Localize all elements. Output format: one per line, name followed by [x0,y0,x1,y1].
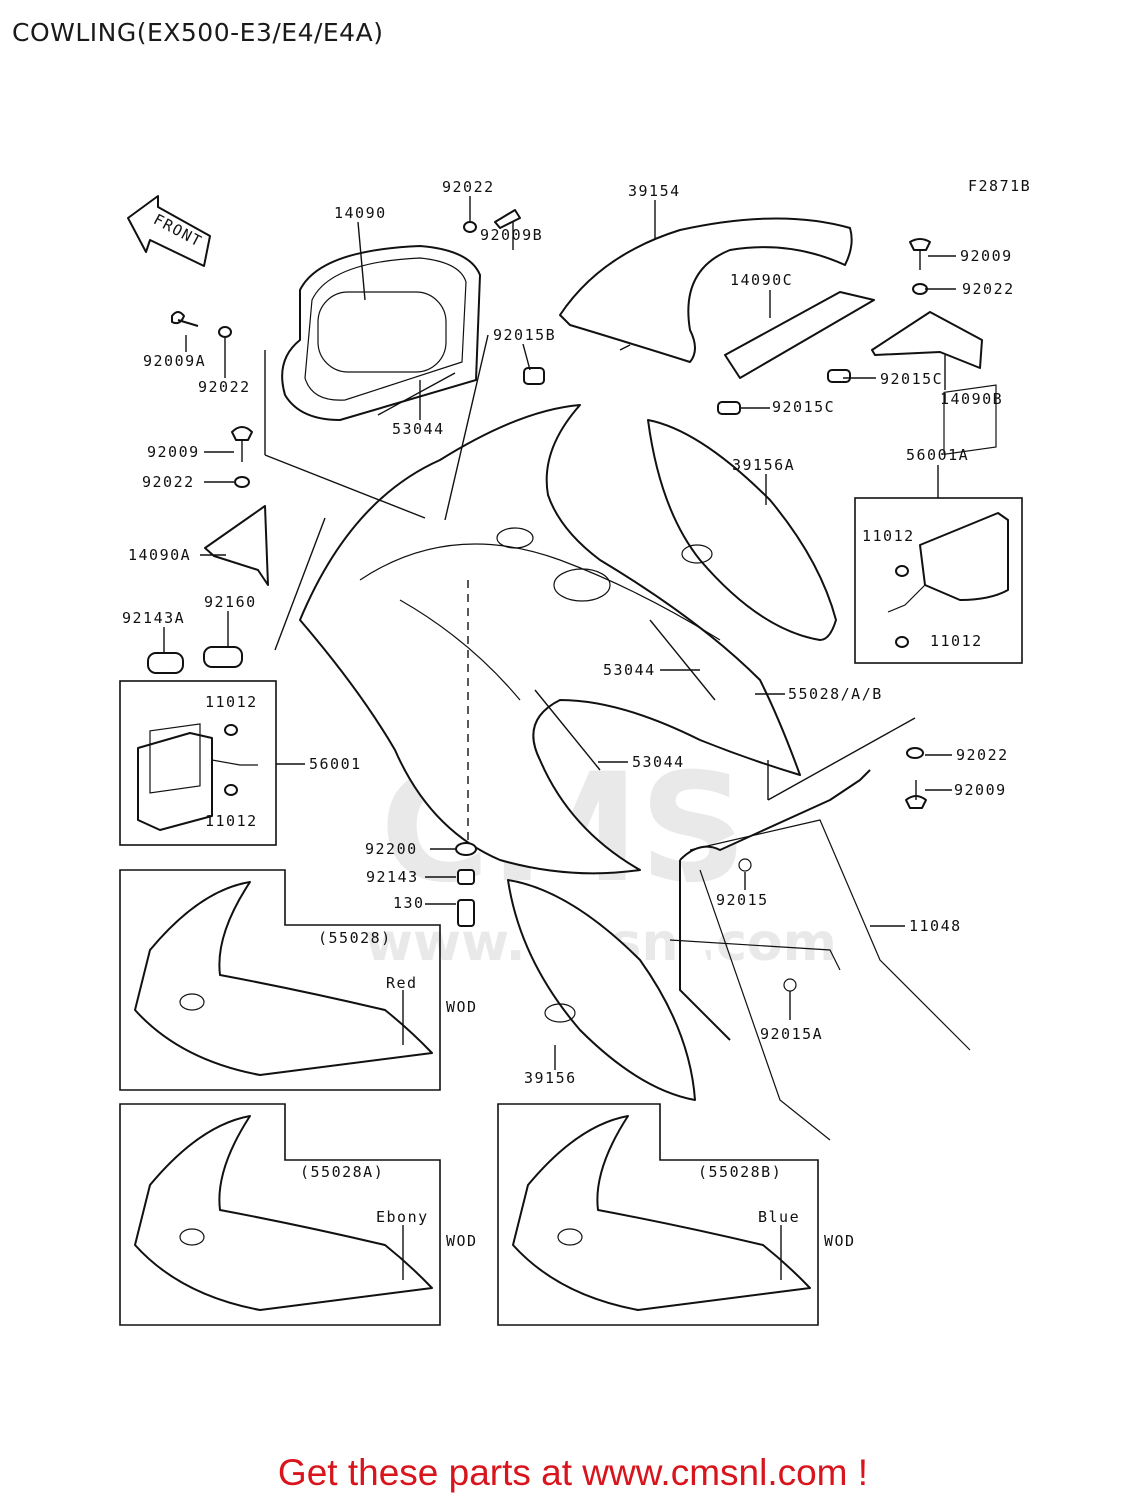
seal-strip-2 [649,619,716,701]
part-label: 14090 [334,204,387,222]
leader-lines [163,196,956,1070]
part-label: 11012 [205,693,258,711]
hardware [147,209,931,927]
figure-code: F2871B [968,177,1031,195]
part-number-labels: 92022 14090 92009B 39154 92009 92022 140… [122,178,1015,1087]
part-label: 92200 [365,840,418,858]
part-label: 56001 [309,755,362,773]
part-label: 11048 [909,917,962,935]
inset-color: Blue [758,1208,800,1226]
part-label: 56001A [906,446,969,464]
part-label: 55028/A/B [788,685,883,703]
part-label: 14090B [940,390,1003,408]
inner-cover-right-hole [681,544,713,564]
part-label: 53044 [632,753,685,771]
part-label: 92022 [442,178,495,196]
main-fairing [299,404,801,875]
part-label: 92022 [198,378,251,396]
inset-ref: (55028A) [300,1163,384,1181]
part-label: 92009 [954,781,1007,799]
inset-color: Ebony [376,1208,429,1226]
part-label: 92022 [956,746,1009,764]
upper-cowl-piece [559,217,853,363]
inner-cover-left [507,879,696,1101]
part-label: 92009 [960,247,1013,265]
part-label: 92015B [493,326,556,344]
inset-55028b: (55028B) Blue WOD [497,1103,856,1326]
part-label: 53044 [603,661,656,679]
front-arrow: FRONT [127,195,211,267]
meter-cover [281,245,481,421]
inset-ref: (55028B) [698,1163,782,1181]
mirror-left [137,723,258,831]
part-label: 53044 [392,420,445,438]
part-label: 39156 [524,1069,577,1087]
part-label: 11012 [930,632,983,650]
part-label: 14090A [128,546,191,564]
cowling-stay [669,769,971,1141]
part-label: 130 [393,894,425,912]
part-label: 92015A [760,1025,823,1043]
mirror-right [887,384,1009,613]
inset-color: Red [386,974,418,992]
inset-55028a: (55028A) Ebony WOD [119,1103,478,1326]
part-label: 92160 [204,593,257,611]
mirror-inset-left [119,680,277,846]
inner-cover-left-hole [544,1003,576,1023]
part-label: 39156A [732,456,795,474]
part-label: 11012 [862,527,915,545]
inner-cover-right [647,419,837,641]
right-bracket [871,311,983,369]
footer-link-text[interactable]: Get these parts at www.cmsnl.com ! [277,1452,869,1493]
part-label: 92009A [143,352,206,370]
seal-strip-1 [377,372,456,416]
part-label: 92009B [480,226,543,244]
inset-code: WOD [446,998,478,1016]
part-label: 92015 [716,891,769,909]
part-label: 92022 [142,473,195,491]
part-label: 11012 [205,812,258,830]
inset-code: WOD [824,1232,856,1250]
seal-strip-3 [534,689,601,771]
part-label: 39154 [628,182,681,200]
part-label: 92022 [962,280,1015,298]
inset-code: WOD [446,1232,478,1250]
part-label: 92143A [122,609,185,627]
part-label: 92015C [880,370,943,388]
page-title: COWLING(EX500-E3/E4/E4A) [12,18,384,47]
inset-55028: (55028) Red WOD [119,869,478,1091]
inner-bracket [724,291,875,379]
left-bracket [204,505,269,586]
part-label: 92143 [366,868,419,886]
part-label: 92009 [147,443,200,461]
part-label: 92015C [772,398,835,416]
part-label: 14090C [730,271,793,289]
inset-ref: (55028) [318,929,392,947]
